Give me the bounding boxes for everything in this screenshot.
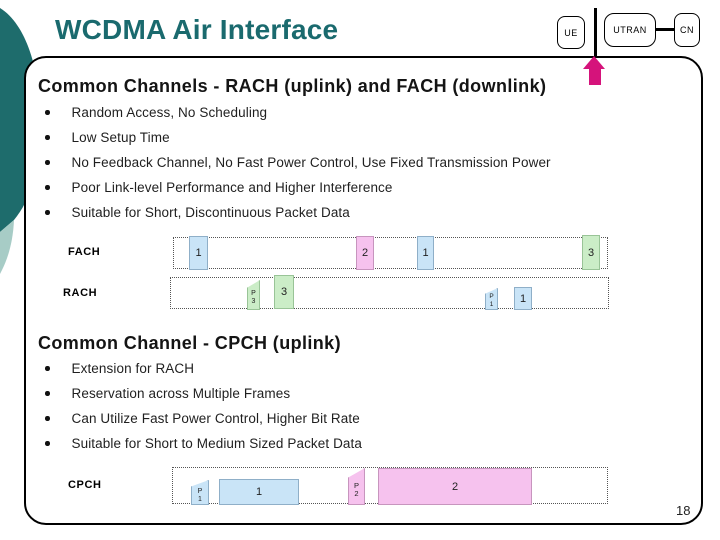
seafoam-tail-shape bbox=[0, 220, 14, 274]
fach-timeline: 1 2 1 3 bbox=[173, 235, 608, 270]
bullet-text: Suitable for Short, Discontinuous Packet… bbox=[71, 205, 350, 220]
page-number: 18 bbox=[676, 503, 691, 518]
section1-heading: Common Channels - RACH (uplink) and FACH… bbox=[38, 76, 547, 96]
section2-heading: Common Channel - CPCH (uplink) bbox=[38, 333, 341, 353]
cpch-preamble-block: P 1 bbox=[191, 480, 209, 505]
preamble-letter: P bbox=[489, 293, 494, 300]
rach-timeline: P 3 3 P 1 1 bbox=[170, 275, 609, 310]
bullet-item: Suitable for Short, Discontinuous Packet… bbox=[45, 205, 350, 220]
fach-frame-block: 1 bbox=[189, 236, 208, 270]
preamble-number: 1 bbox=[198, 495, 202, 503]
preamble-number: 1 bbox=[489, 301, 494, 308]
cpch-frame-block: 2 bbox=[378, 468, 532, 505]
rach-frame-block: 3 bbox=[274, 275, 294, 309]
air-interface-arrow-stem bbox=[589, 68, 601, 85]
cn-node: CN bbox=[674, 13, 700, 47]
bullet-dot-icon bbox=[45, 135, 50, 140]
slide-title: WCDMA Air Interface bbox=[55, 14, 339, 45]
rach-frame-block: 1 bbox=[514, 287, 532, 310]
bullet-item: Extension for RACH bbox=[45, 361, 194, 376]
bullet-text: Can Utilize Fast Power Control, Higher B… bbox=[71, 411, 360, 426]
fach-frame-block: 2 bbox=[356, 236, 374, 270]
bullet-text: Suitable for Short to Medium Sized Packe… bbox=[71, 436, 362, 451]
bullet-item: Random Access, No Scheduling bbox=[45, 105, 267, 120]
bullet-dot-icon bbox=[45, 416, 50, 421]
fach-label: FACH bbox=[68, 246, 101, 258]
bullet-text: Low Setup Time bbox=[71, 130, 170, 145]
rach-preamble-block: P 3 bbox=[247, 280, 260, 310]
bullet-item: Low Setup Time bbox=[45, 130, 170, 145]
bullet-item: Reservation across Multiple Frames bbox=[45, 386, 290, 401]
bullet-dot-icon bbox=[45, 110, 50, 115]
bullet-dot-icon bbox=[45, 441, 50, 446]
bullet-text: Extension for RACH bbox=[71, 361, 195, 376]
cpch-timeline: P 1 1 P 2 2 bbox=[172, 467, 608, 505]
preamble-letter: P bbox=[353, 480, 359, 490]
bullet-dot-icon bbox=[45, 185, 50, 190]
cpch-frame-block: 1 bbox=[219, 479, 299, 505]
bullet-text: Poor Link-level Performance and Higher I… bbox=[71, 180, 393, 195]
bullet-item: Poor Link-level Performance and Higher I… bbox=[45, 180, 393, 195]
bullet-item: Suitable for Short to Medium Sized Packe… bbox=[45, 436, 362, 451]
ue-node: UE bbox=[557, 16, 585, 49]
bullet-dot-icon bbox=[45, 160, 50, 165]
preamble-number: 3 bbox=[251, 298, 256, 305]
rach-preamble-block: P 1 bbox=[485, 288, 498, 310]
air-interface-arrow-icon bbox=[583, 56, 605, 69]
bullet-item: Can Utilize Fast Power Control, Higher B… bbox=[45, 411, 360, 426]
bullet-text: Random Access, No Scheduling bbox=[71, 105, 268, 120]
uu-interface-line bbox=[594, 8, 597, 57]
iu-interface-line bbox=[656, 28, 674, 31]
bullet-text: No Feedback Channel, No Fast Power Contr… bbox=[71, 155, 551, 170]
cpch-label: CPCH bbox=[68, 479, 102, 491]
cpch-preamble-block: P 2 bbox=[348, 468, 365, 505]
preamble-letter: P bbox=[251, 290, 256, 297]
bullet-dot-icon bbox=[45, 366, 50, 371]
bullet-dot-icon bbox=[45, 391, 50, 396]
fach-frame-block: 3 bbox=[582, 235, 600, 270]
utran-node: UTRAN bbox=[604, 13, 656, 47]
preamble-number: 2 bbox=[354, 488, 359, 498]
bullet-text: Reservation across Multiple Frames bbox=[71, 386, 291, 401]
rach-label: RACH bbox=[63, 287, 98, 299]
bullet-item: No Feedback Channel, No Fast Power Contr… bbox=[45, 155, 551, 170]
preamble-letter: P bbox=[197, 487, 203, 495]
fach-frame-block: 1 bbox=[417, 236, 434, 270]
bullet-dot-icon bbox=[45, 210, 50, 215]
